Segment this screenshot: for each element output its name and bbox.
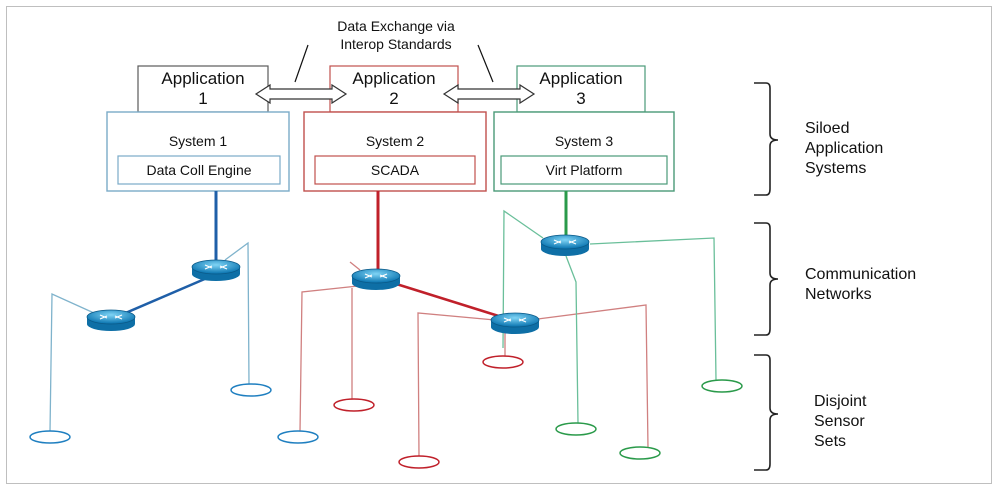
network-2-sensor-4 (482, 355, 524, 369)
router-icon (351, 268, 401, 290)
network-2 (277, 191, 649, 469)
header-pointer-left (294, 44, 309, 83)
network-3 (502, 191, 743, 460)
system-3-title: System 3 (555, 133, 614, 149)
network-1-sensor-wire-1 (224, 241, 250, 386)
layer-1-line-2: Application (805, 140, 883, 157)
layer-3-line-3: Sets (814, 433, 846, 450)
network-1 (29, 191, 272, 444)
exchange-arrow-1-2 (254, 83, 348, 105)
diagram-frame (6, 6, 992, 484)
network-2-stub (349, 261, 361, 271)
layer-1-line-1: Siloed (805, 120, 849, 137)
router-icon (540, 234, 590, 256)
application-1-title: Application (161, 69, 244, 88)
header-line-2: Interop Standards (340, 36, 451, 52)
bracket-sensor-sets (754, 354, 779, 471)
network-3-sensor-2 (555, 422, 597, 436)
bracket-communication-networks (754, 222, 779, 336)
application-3-box (516, 65, 646, 113)
system-1-component-box (117, 155, 281, 185)
system-1-component: Data Coll Engine (146, 162, 251, 178)
network-2-sensor-3 (398, 455, 440, 469)
network-2-sensor-2 (333, 398, 375, 412)
header-pointer-right (477, 44, 494, 83)
application-2-box (329, 65, 459, 113)
application-1-number: 1 (198, 89, 207, 108)
application-3-title: Application (539, 69, 622, 88)
system-2-title: System 2 (366, 133, 425, 149)
system-3-component-box (500, 155, 668, 185)
network-2-sensor-wire-5 (529, 304, 649, 449)
application-2-number: 2 (389, 89, 398, 108)
system-3-component: Virt Platform (546, 162, 623, 178)
network-1-sensor-2 (29, 430, 71, 444)
network-3-sensor-wire-3 (565, 255, 579, 424)
system-2-component-box (314, 155, 476, 185)
network-3-sensor-1 (701, 379, 743, 393)
header-line-1: Data Exchange via (337, 18, 455, 34)
layer-1-line-3: Systems (805, 160, 866, 177)
network-1-sensor-1 (230, 383, 272, 397)
network-2-link (389, 280, 506, 320)
network-3-sensor-3 (619, 446, 661, 460)
router-icon (86, 309, 136, 331)
layer-2-line-1: Communication (805, 266, 916, 283)
system-2-component: SCADA (371, 162, 420, 178)
system-1-title: System 1 (169, 133, 228, 149)
network-3-sensor-wire-2 (589, 237, 717, 381)
layer-3-line-2: Sensor (814, 413, 865, 430)
layer-2-line-2: Networks (805, 286, 872, 303)
network-1-sensor-wire-2 (49, 292, 95, 433)
application-2-title: Application (352, 69, 435, 88)
network-1-link (113, 273, 215, 320)
bracket-application-systems (754, 82, 779, 196)
router-icon (191, 259, 241, 281)
network-2-sensor-wire-1 (299, 285, 359, 433)
network-2-sensor-1 (277, 430, 319, 444)
layer-3-line-1: Disjoint (814, 393, 867, 410)
router-icon (490, 312, 540, 334)
application-3-number: 3 (576, 89, 585, 108)
network-2-sensor-wire-3 (417, 312, 496, 458)
network-3-sensor-wire-1 (502, 209, 544, 349)
exchange-arrow-2-3 (442, 83, 536, 105)
